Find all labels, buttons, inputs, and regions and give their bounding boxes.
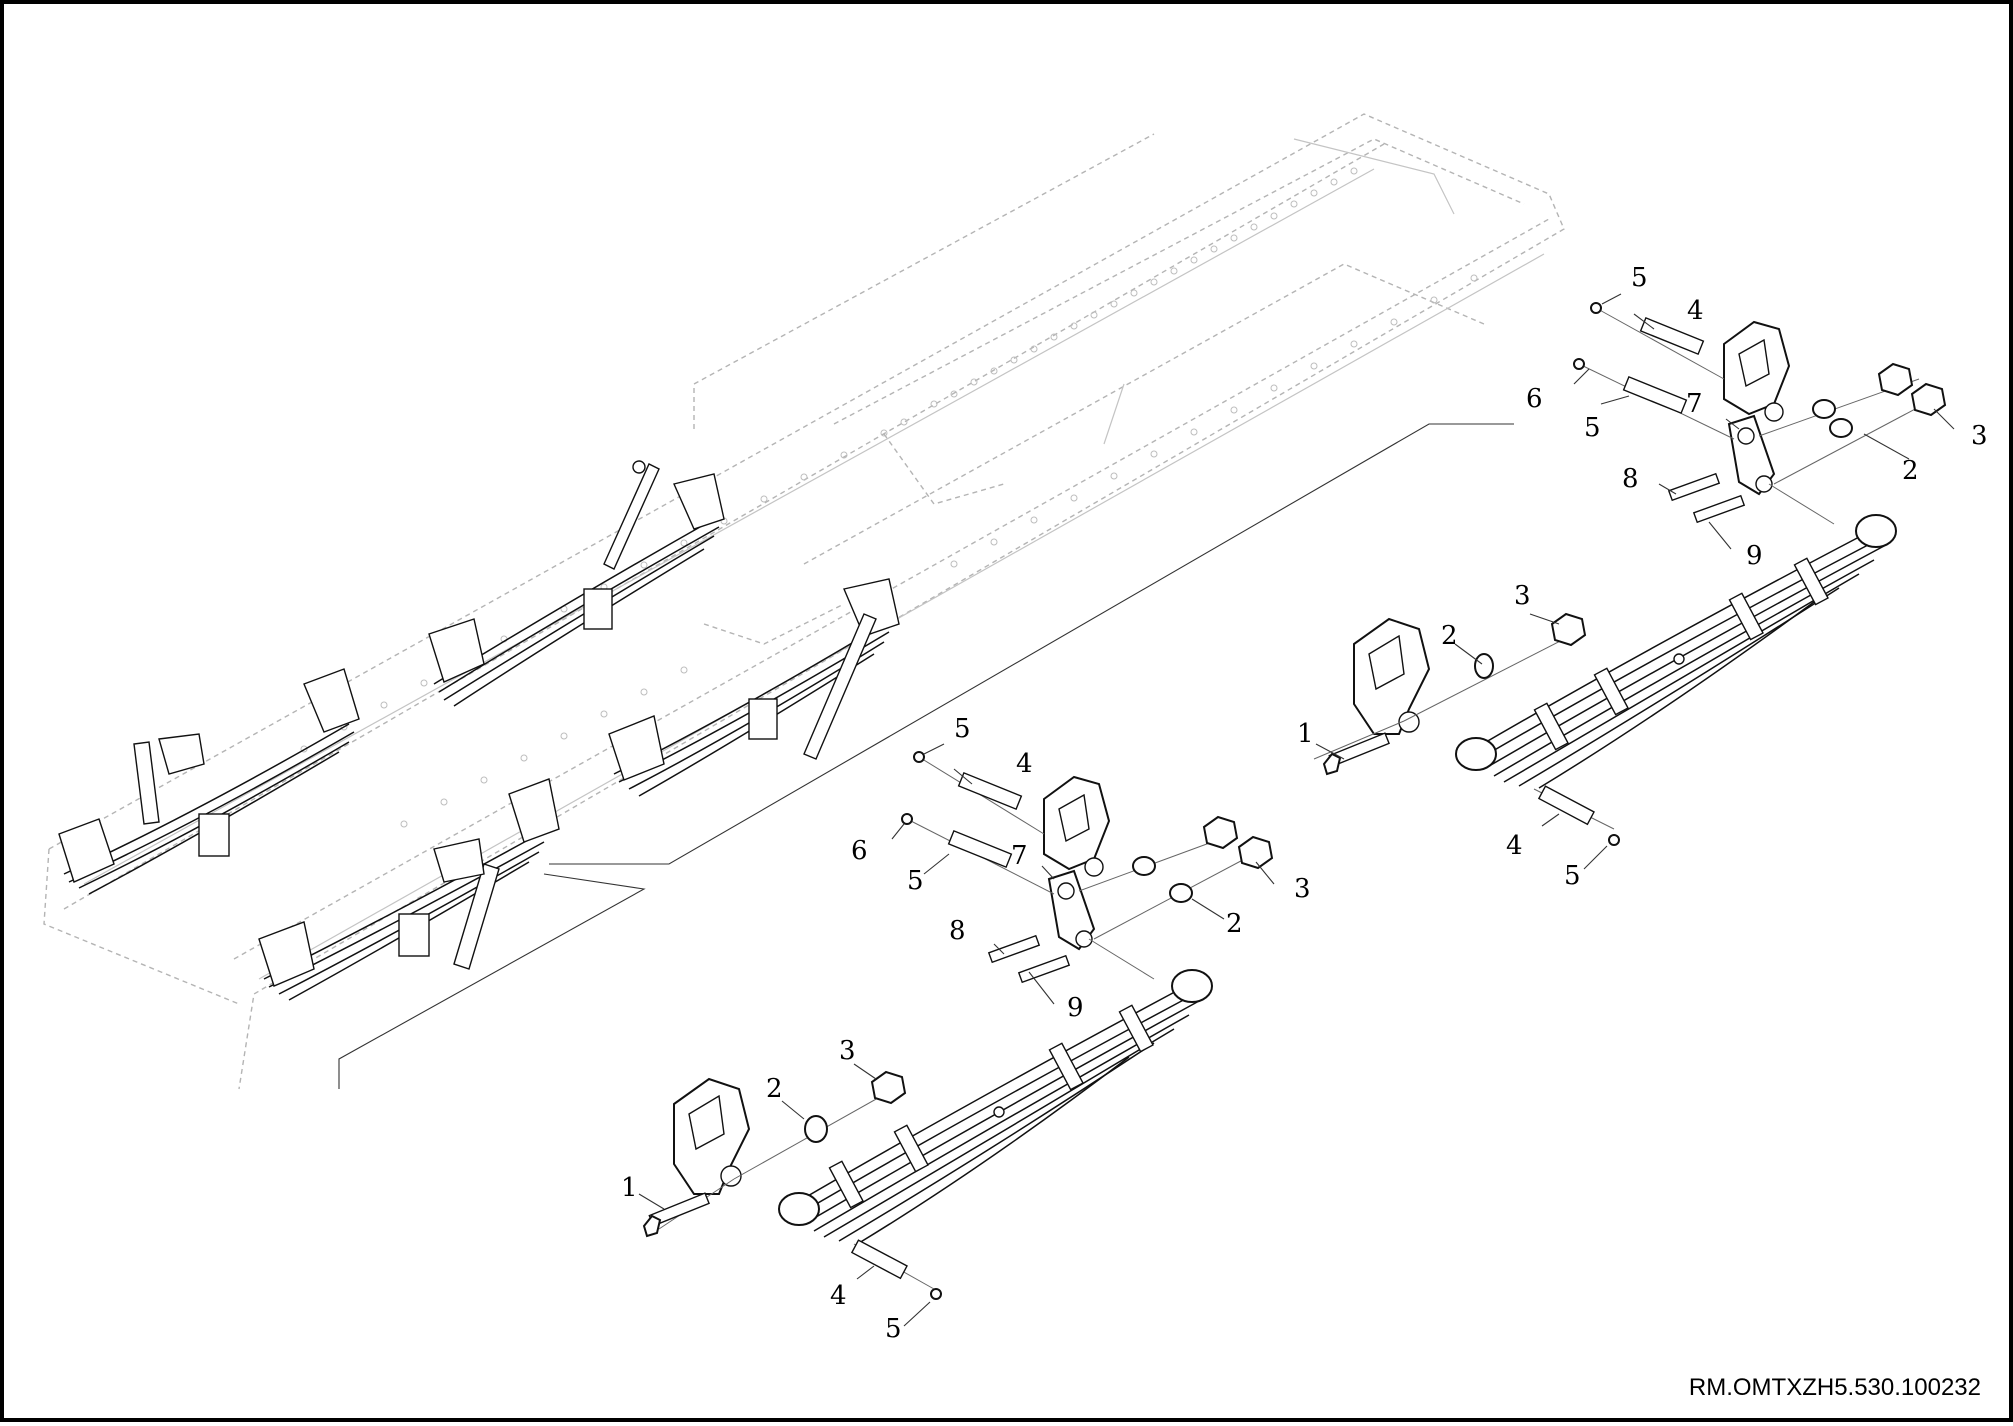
rear-leaf-spring (1455, 514, 1897, 789)
leader-to-rear-view (549, 423, 1514, 865)
front-spring-exploded-view (638, 743, 1275, 1327)
callout-5: 5 (1564, 861, 1581, 891)
rear-fasteners (1313, 302, 1947, 846)
callout-2: 2 (1902, 456, 1919, 486)
front-fasteners (642, 751, 1274, 1300)
rear-callout-leaders (1315, 293, 1955, 870)
front-leaf-spring (778, 969, 1213, 1244)
callout-2: 2 (1226, 909, 1243, 939)
front-callout-labels: 1 2 3 2 3 4 5 4 5 6 5 7 8 9 (621, 714, 1311, 1344)
rear-front-bracket (1353, 617, 1431, 735)
callout-3: 3 (1514, 581, 1531, 611)
callout-6: 6 (851, 836, 868, 866)
leader-to-front-view (338, 873, 646, 1089)
callout-5: 5 (1631, 263, 1648, 293)
rear-spring-exploded-view (1313, 293, 1955, 870)
callout-3: 3 (1294, 874, 1311, 904)
rear-callout-labels: 1 2 3 2 3 4 5 4 5 6 5 7 8 9 (1297, 263, 1988, 891)
callout-3: 3 (1971, 421, 1988, 451)
mounted-spring-front-right (258, 778, 560, 1001)
callout-5: 5 (885, 1314, 902, 1344)
callout-8: 8 (1622, 464, 1639, 494)
document-code: RM.OMTXZH5.530.100232 (1688, 1374, 1981, 1401)
callout-7: 7 (1686, 389, 1703, 419)
callout-4: 4 (1016, 749, 1033, 779)
callout-2: 2 (1441, 621, 1458, 651)
callout-1: 1 (621, 1173, 638, 1203)
front-callout-leaders (638, 743, 1275, 1327)
callout-8: 8 (949, 916, 966, 946)
mounted-spring-front-left (58, 668, 360, 895)
mounted-spring-rear-left (428, 460, 725, 707)
mounted-spring-rear-right (608, 578, 900, 797)
callout-1: 1 (1297, 719, 1314, 749)
rear-shackle-bracket (1723, 320, 1791, 496)
callout-3: 3 (839, 1036, 856, 1066)
callout-4: 4 (830, 1281, 847, 1311)
exploded-suspension-drawing: 1 2 3 2 3 4 5 4 5 6 5 7 8 9 1 2 3 2 3 4 … (43, 113, 1988, 1344)
callout-5: 5 (907, 866, 924, 896)
callout-4: 4 (1506, 831, 1523, 861)
callout-7: 7 (1011, 841, 1028, 871)
callout-5: 5 (1584, 413, 1601, 443)
callout-6: 6 (1526, 384, 1543, 414)
callout-4: 4 (1687, 296, 1704, 326)
front-front-bracket (673, 1077, 751, 1195)
callout-5: 5 (954, 714, 971, 744)
callout-2: 2 (766, 1074, 783, 1104)
callout-9: 9 (1067, 993, 1084, 1023)
callout-9: 9 (1746, 541, 1763, 571)
front-shackle-bracket (1043, 775, 1111, 951)
